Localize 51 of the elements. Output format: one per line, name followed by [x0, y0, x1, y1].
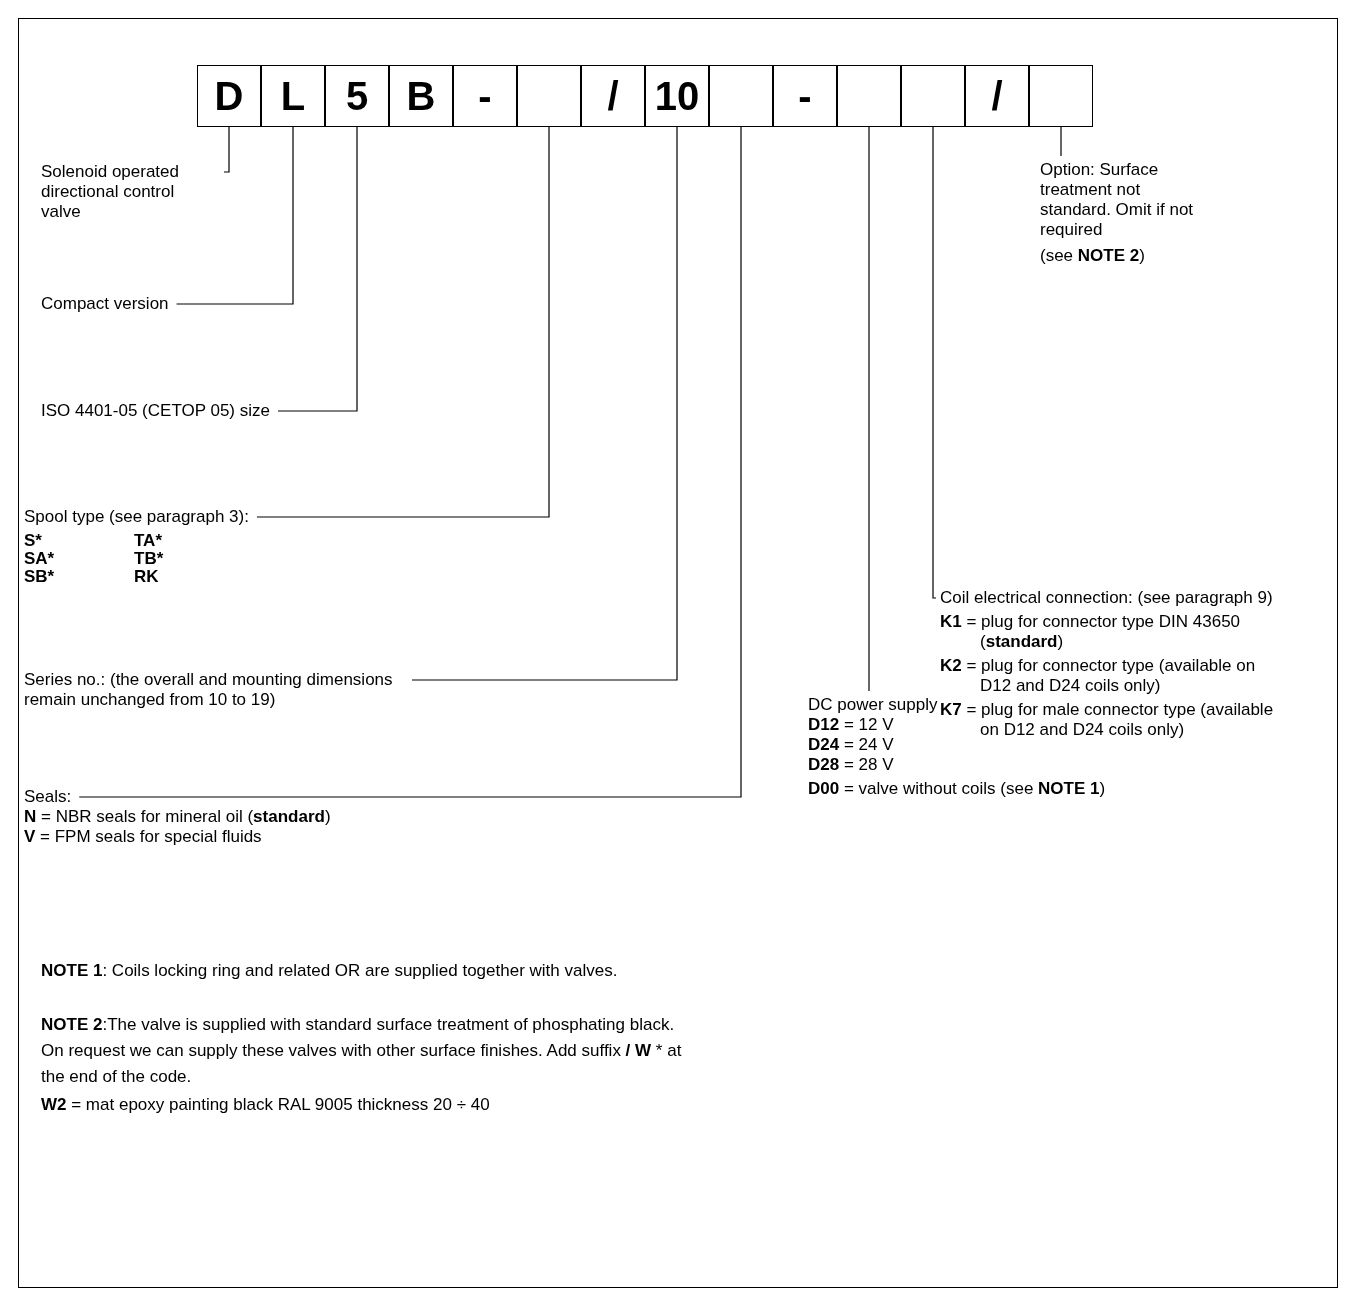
description-text: Coil electrical connection: (see paragraph 9) — [940, 588, 1273, 608]
description-text: (see NOTE 2) — [1040, 246, 1145, 266]
option-description: K2 = plug for connector type (available on D12 and D24 coils only) — [940, 656, 1257, 696]
spool-code: RK — [134, 567, 160, 585]
description-text: DC power supply — [808, 695, 938, 715]
note-text: W2 = mat epoxy painting black RAL 9005 thickness 20 ÷ 40 — [41, 1094, 491, 1116]
spool-code: S* — [24, 531, 43, 549]
spool-code: SB* — [24, 567, 56, 585]
note-text: NOTE 2:The valve is supplied with standard surface treatment of phosphating black. On request we can supply these valves with other surface finishes. Add suffix / W* at the end of the code. — [41, 1014, 683, 1088]
code-box — [1029, 65, 1093, 127]
description-text: Series no.: (the overall and mounting dimensions remain unchanged from 10 to 19) — [24, 670, 394, 710]
description-text: D12 = 12 V — [808, 715, 894, 735]
description-text: ISO 4401-05 (CETOP 05) size — [41, 401, 270, 421]
description-text: Spool type (see paragraph 3): — [24, 507, 249, 527]
description-text: D00 = valve without coils (see NOTE 1) — [808, 779, 1106, 799]
description-text: Option: Surface treatment not standard. Omit if not required — [1040, 160, 1195, 240]
spool-code: TB* — [134, 549, 165, 567]
code-box: - — [773, 65, 837, 127]
code-box: L — [261, 65, 325, 127]
option-description: K1 = plug for connector type DIN 43650 (standard) — [940, 612, 1242, 652]
leader-line — [1060, 126, 1062, 157]
description-text: Seals: — [24, 787, 72, 807]
description-text: D28 = 28 V — [808, 755, 894, 775]
code-box: 10 — [645, 65, 709, 127]
leader-line — [411, 126, 678, 681]
description-text: N = NBR seals for mineral oil (standard) — [24, 807, 331, 827]
note-text: NOTE 1: Coils locking ring and related OR are supplied together with valves. — [41, 960, 619, 982]
description-text: Solenoid operated directional control valve — [41, 162, 180, 222]
description-text: V = FPM seals for special fluids — [24, 827, 262, 847]
leader-line — [175, 126, 294, 305]
spool-code: TA* — [134, 531, 163, 549]
code-box: / — [581, 65, 645, 127]
option-description: K7 = plug for male connector type (available on D12 and D24 coils only) — [940, 700, 1275, 740]
code-box: 5 — [325, 65, 389, 127]
code-box: - — [453, 65, 517, 127]
spool-code: SA* — [24, 549, 56, 567]
leader-line — [256, 126, 550, 518]
code-box — [837, 65, 901, 127]
code-box — [517, 65, 581, 127]
leader-line — [78, 126, 742, 798]
description-text: D24 = 24 V — [808, 735, 894, 755]
code-box: D — [197, 65, 261, 127]
leader-line — [932, 126, 937, 599]
leader-line — [223, 126, 230, 173]
code-box — [901, 65, 965, 127]
leader-line — [868, 126, 870, 692]
code-box: / — [965, 65, 1029, 127]
leader-line — [277, 126, 358, 412]
code-box: B — [389, 65, 453, 127]
code-box — [709, 65, 773, 127]
description-text: Compact version — [41, 294, 169, 314]
